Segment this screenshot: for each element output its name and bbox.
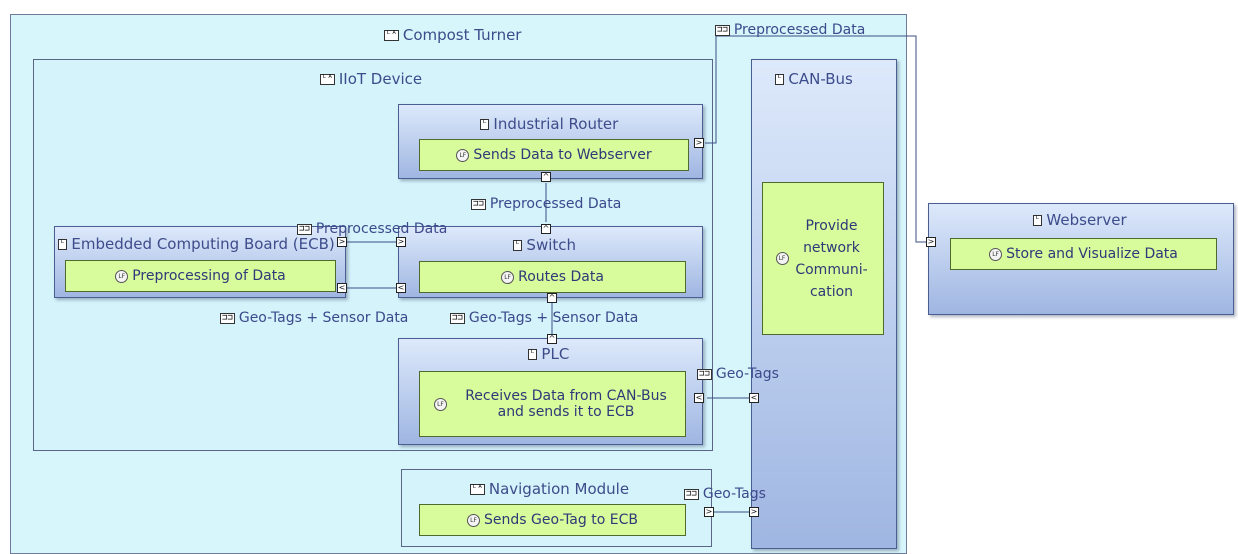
iiot-device-label: IIoT Device — [338, 70, 423, 88]
iiot-device-title: ᴸᴬ IIoT Device — [320, 70, 422, 88]
port-nav-out[interactable]: > — [704, 507, 714, 517]
logical-actor-icon: ᴸᴬ — [384, 29, 399, 41]
port-switch-down[interactable]: ^ — [547, 293, 557, 303]
navigation-module-label: Navigation Module — [488, 480, 630, 498]
logical-component-icon: ᴸ — [58, 238, 68, 250]
switch-function-label: Routes Data — [518, 269, 604, 285]
exchange-icon: ⊐⊐ — [297, 223, 312, 235]
exchange-label-canbus-plc: ⊐⊐ Geo-Tags — [697, 366, 779, 382]
exchange-icon: ⊐⊐ — [471, 198, 486, 210]
exchange-icon: ⊐⊐ — [715, 24, 730, 36]
logical-component-icon: ᴸ — [480, 118, 490, 130]
exchange-label-plc-switch: ⊐⊐ Geo-Tags + Sensor Data — [450, 310, 638, 326]
ecb-function-label: Preprocessing of Data — [132, 268, 286, 284]
exchange-label-switch-router: ⊐⊐ Preprocessed Data — [471, 196, 621, 212]
router-function[interactable]: LF Sends Data to Webserver — [419, 139, 689, 171]
ecb-title: ᴸ Embedded Computing Board (ECB) — [58, 235, 335, 253]
port-switch-out-left[interactable]: < — [396, 283, 406, 293]
exchange-text: Geo-Tags — [702, 486, 766, 502]
exchange-label-router-webserver: ⊐⊐ Preprocessed Data — [715, 22, 865, 38]
function-icon: LF — [456, 148, 470, 162]
switch-function[interactable]: LF Routes Data — [419, 261, 686, 293]
compost-turner-title: ᴸᴬ Compost Turner — [384, 26, 521, 44]
exchange-icon: ⊐⊐ — [220, 312, 235, 324]
exchange-label-nav-canbus: ⊐⊐ Geo-Tags — [684, 486, 766, 502]
ecb-label: Embedded Computing Board (ECB) — [71, 235, 335, 253]
can-bus-function[interactable]: LF Provide network Communi-cation — [762, 182, 884, 335]
exchange-text: Geo-Tags + Sensor Data — [238, 310, 409, 326]
plc-title: ᴸ PLC — [528, 345, 569, 363]
ecb-function[interactable]: LF Preprocessing of Data — [65, 260, 336, 292]
exchange-text: Preprocessed Data — [489, 196, 622, 212]
industrial-router-label: Industrial Router — [493, 115, 619, 133]
exchange-label-switch-ecb: ⊐⊐ Geo-Tags + Sensor Data — [220, 310, 408, 326]
plc-function-label: Receives Data from CAN-Bus and sends it … — [465, 388, 667, 420]
router-function-label: Sends Data to Webserver — [473, 147, 652, 163]
logical-component-icon: ᴸ — [1033, 214, 1043, 226]
logical-component-icon: ᴸ — [528, 348, 538, 360]
port-plc-up[interactable]: ^ — [547, 334, 557, 344]
industrial-router-title: ᴸ Industrial Router — [480, 115, 618, 133]
function-icon: LF — [115, 269, 129, 283]
compost-turner-label: Compost Turner — [402, 26, 522, 44]
port-router-out[interactable]: > — [694, 138, 704, 148]
switch-label: Switch — [526, 236, 577, 254]
port-webserver-in[interactable]: > — [926, 237, 936, 247]
logical-component-icon: ᴸ — [775, 73, 785, 85]
port-canbus-out[interactable]: < — [749, 393, 759, 403]
webserver-function[interactable]: LF Store and Visualize Data — [950, 238, 1217, 270]
function-icon: LF — [434, 397, 447, 411]
webserver-title: ᴸ Webserver — [1033, 211, 1127, 229]
port-switch-in-left[interactable]: > — [396, 237, 406, 247]
logical-actor-icon: ᴸᴬ — [320, 73, 335, 85]
port-switch-up[interactable]: ^ — [541, 224, 551, 234]
wire-router-webserver — [705, 35, 928, 243]
webserver-function-label: Store and Visualize Data — [1006, 246, 1178, 262]
port-ecb-in[interactable]: < — [337, 283, 347, 293]
can-bus-label: CAN-Bus — [788, 70, 853, 88]
exchange-text: Geo-Tags + Sensor Data — [468, 310, 639, 326]
port-plc-in[interactable]: < — [694, 393, 704, 403]
function-icon: LF — [989, 247, 1003, 261]
navigation-function-label: Sends Geo-Tag to ECB — [484, 512, 638, 528]
logical-component-icon: ᴸ — [513, 239, 523, 251]
port-router-in[interactable]: ^ — [541, 172, 551, 182]
can-bus-title: ᴸ CAN-Bus — [775, 70, 853, 88]
function-icon: LF — [501, 270, 515, 284]
exchange-text: Geo-Tags — [715, 366, 779, 382]
can-bus-function-label: Provide network Communi-cation — [795, 217, 868, 300]
port-ecb-out[interactable]: > — [337, 237, 347, 247]
exchange-icon: ⊐⊐ — [684, 488, 699, 500]
exchange-icon: ⊐⊐ — [450, 312, 465, 324]
navigation-function[interactable]: LF Sends Geo-Tag to ECB — [419, 504, 686, 536]
webserver-label: Webserver — [1046, 211, 1127, 229]
exchange-label-ecb-switch: ⊐⊐ Preprocessed Data — [297, 221, 447, 237]
plc-function[interactable]: LF Receives Data from CAN-Bus and sends … — [419, 371, 686, 437]
function-icon: LF — [467, 513, 481, 527]
navigation-module-title: ᴸᴬ Navigation Module — [470, 480, 629, 498]
function-icon: LF — [775, 252, 789, 265]
port-canbus-in[interactable]: > — [749, 507, 759, 517]
exchange-icon: ⊐⊐ — [697, 368, 712, 380]
exchange-text: Preprocessed Data — [733, 22, 866, 38]
exchange-text: Preprocessed Data — [315, 221, 448, 237]
logical-actor-icon: ᴸᴬ — [470, 483, 485, 495]
plc-label: PLC — [541, 345, 570, 363]
switch-title: ᴸ Switch — [513, 236, 576, 254]
